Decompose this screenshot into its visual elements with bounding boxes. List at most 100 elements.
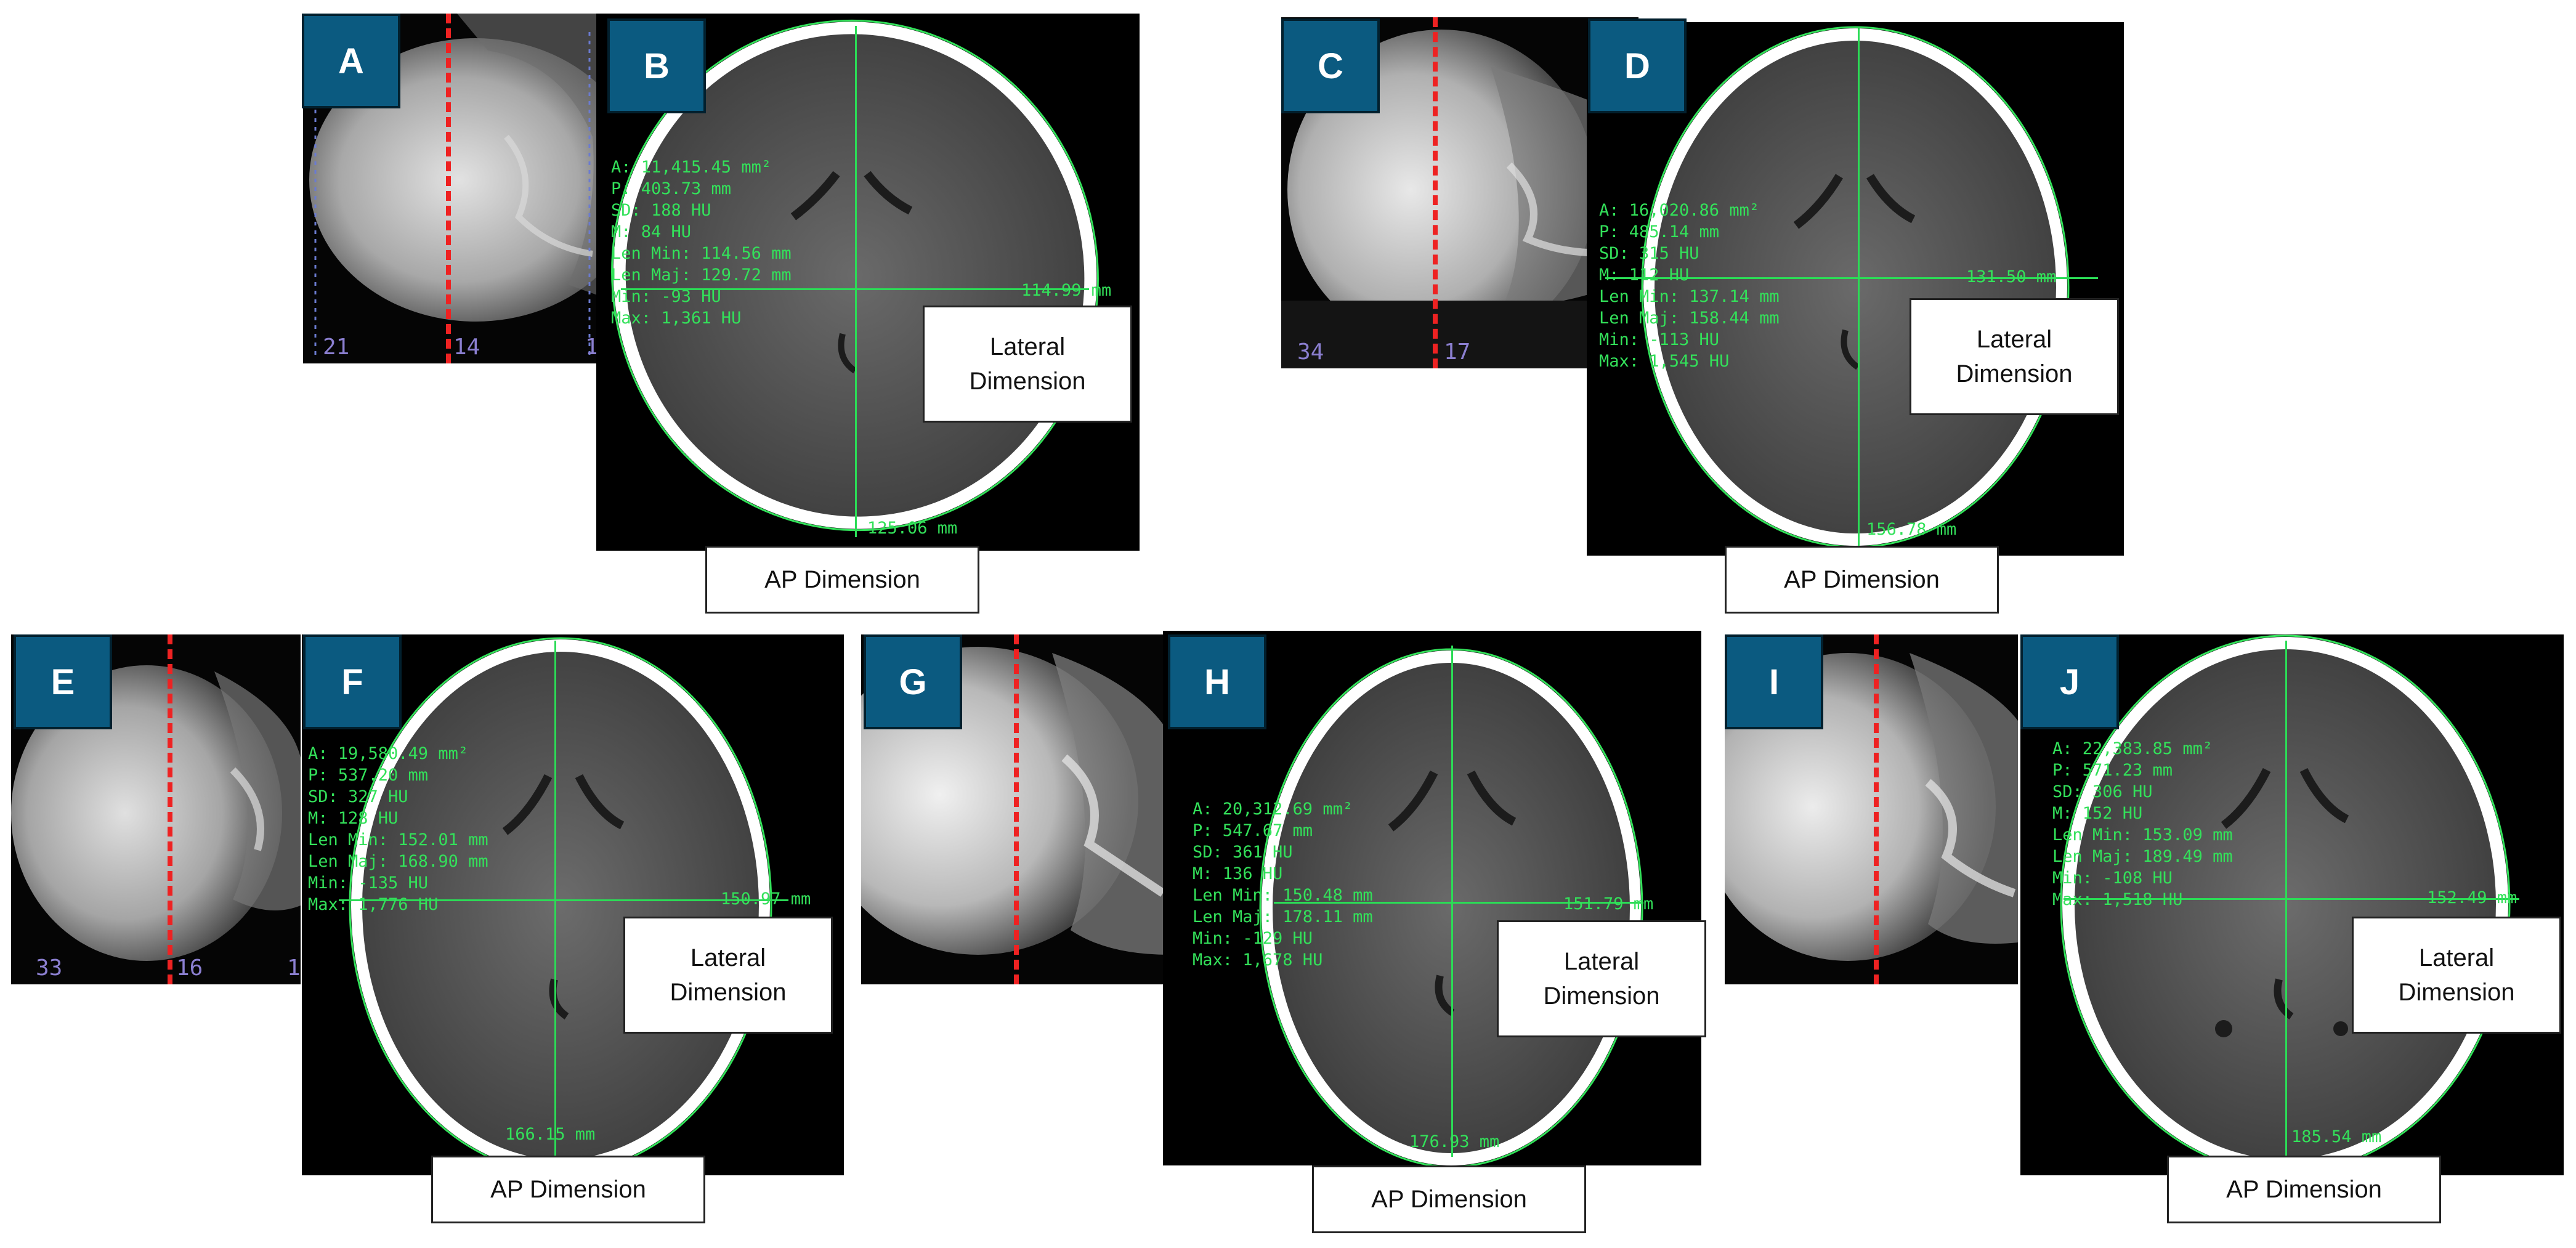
measurement-max: Max: 1,678 HU — [1193, 950, 1323, 970]
measurement-len-min: Len Min: 152.01 mm — [308, 830, 488, 849]
measurement-max: Max: 1,776 HU — [308, 895, 439, 914]
measurement-max: Max: 1,518 HU — [2052, 890, 2183, 909]
ap-measure-line — [1858, 28, 1860, 546]
ap-dimension-label: AP Dimension — [431, 1156, 705, 1223]
ap-measure-line — [1451, 646, 1453, 1157]
measurement-min: Min: -93 HU — [611, 287, 721, 306]
measurement-area: A: 20,312.69 mm² — [1193, 800, 1353, 819]
measurement-len-maj: Len Maj: 129.72 mm — [611, 265, 792, 285]
ap-dimension-value: 166.15 mm — [505, 1125, 596, 1144]
lateral-measure-line — [1605, 277, 2098, 279]
scout-number-center: 16 — [176, 955, 203, 981]
measurement-perimeter: P: 547.67 mm — [1193, 821, 1313, 840]
measurement-len-min: Len Min: 150.48 mm — [1193, 886, 1373, 905]
ap-measure-line — [2285, 641, 2287, 1158]
lateral-dimension-value: 152.49 mm — [2427, 888, 2517, 907]
panel-label-b: B — [607, 18, 706, 113]
measurement-sd: SD: 315 HU — [1599, 244, 1699, 263]
ap-dimension-label: AP Dimension — [1725, 546, 1999, 614]
scout-slice-line — [1433, 17, 1438, 368]
scout-slice-line — [446, 14, 451, 363]
lateral-dimension-value: 131.50 mm — [1966, 267, 2057, 286]
measurement-area: A: 19,580.49 mm² — [308, 744, 469, 763]
panel-label-f: F — [303, 634, 402, 729]
ct-scout-image-icon — [1725, 634, 2018, 984]
scout-number-center: 17 — [1444, 339, 1471, 365]
measurement-readout: A: 16,020.86 mm² P: 485.14 mm SD: 315 HU… — [1599, 200, 1780, 372]
scout-slice-line — [1874, 634, 1879, 984]
ap-dimension-label: AP Dimension — [2167, 1156, 2441, 1223]
ap-dimension-value: 156.78 mm — [1866, 520, 1957, 539]
measurement-len-maj: Len Maj: 168.90 mm — [308, 852, 488, 871]
measurement-min: Min: -113 HU — [1599, 330, 1720, 349]
measurement-readout: A: 19,580.49 mm² P: 537.20 mm SD: 327 HU… — [308, 743, 488, 915]
measurement-mean: M: 136 HU — [1193, 864, 1283, 883]
lateral-measure-line — [2064, 898, 2519, 900]
lateral-dimension-value: 151.79 mm — [1563, 894, 1654, 914]
panel-label-a: A — [302, 14, 400, 108]
ap-measure-line — [554, 641, 556, 1164]
scout-image-i — [1725, 634, 2018, 984]
measurement-area: A: 16,020.86 mm² — [1599, 201, 1760, 220]
measurement-sd: SD: 327 HU — [308, 787, 408, 806]
measurement-mean: M: 128 HU — [308, 809, 399, 828]
scout-number-left: 21 — [323, 334, 350, 360]
measurement-sd: SD: 188 HU — [611, 201, 711, 220]
scout-slice-line — [168, 634, 172, 984]
ap-dimension-label: AP Dimension — [705, 546, 979, 614]
scout-number-right: 1 — [287, 955, 301, 981]
measurement-min: Min: -135 HU — [308, 873, 429, 893]
panel-label-c: C — [1281, 18, 1380, 113]
measurement-readout: A: 20,312.69 mm² P: 547.67 mm SD: 361 HU… — [1193, 798, 1373, 971]
panel-label-i: I — [1725, 634, 1823, 729]
ap-dimension-value: 125.06 mm — [867, 519, 958, 538]
scout-number-left: 34 — [1297, 339, 1324, 365]
lateral-measure-line — [1274, 902, 1643, 904]
measurement-perimeter: P: 537.20 mm — [308, 766, 429, 785]
lateral-dimension-value: 114.99 mm — [1021, 281, 1112, 300]
ap-measure-line — [855, 26, 857, 537]
measurement-sd: SD: 306 HU — [2052, 782, 2153, 801]
measurement-sd: SD: 361 HU — [1193, 843, 1293, 862]
measurement-mean: M: 112 HU — [1599, 265, 1690, 285]
measurement-len-min: Len Min: 114.56 mm — [611, 244, 792, 263]
measurement-readout: A: 11,415.45 mm² P: 403.73 mm SD: 188 HU… — [611, 156, 792, 329]
panel-label-g: G — [864, 634, 962, 729]
measurement-area: A: 11,415.45 mm² — [611, 158, 772, 177]
panel-label-h: H — [1168, 634, 1266, 729]
scout-number-center: 14 — [453, 334, 480, 360]
measurement-perimeter: P: 485.14 mm — [1599, 222, 1720, 241]
lateral-dimension-value: 150.97 mm — [721, 889, 811, 909]
ct-axial-slice-image-icon — [1587, 22, 2124, 556]
scout-number-left: 33 — [36, 955, 63, 981]
scout-number-right: 1 — [585, 334, 599, 360]
measurement-readout: A: 22,383.85 mm² P: 571.23 mm SD: 306 HU… — [2052, 738, 2233, 910]
panel-label-d: D — [1588, 18, 1687, 113]
measurement-area: A: 22,383.85 mm² — [2052, 739, 2213, 758]
measurement-len-min: Len Min: 153.09 mm — [2052, 825, 2233, 845]
measurement-perimeter: P: 571.23 mm — [2052, 761, 2173, 780]
measurement-mean: M: 84 HU — [611, 222, 692, 241]
measurement-max: Max: 1,361 HU — [611, 309, 742, 328]
scout-slice-line — [1014, 634, 1019, 984]
lateral-measure-line — [339, 899, 788, 901]
measurement-len-maj: Len Maj: 158.44 mm — [1599, 309, 1780, 328]
ap-dimension-value: 185.54 mm — [2291, 1127, 2382, 1146]
measurement-min: Min: -108 HU — [2052, 869, 2173, 888]
panel-label-j: J — [2020, 634, 2119, 729]
scout-image-g — [861, 634, 1169, 984]
measurement-mean: M: 152 HU — [2052, 804, 2143, 823]
measurement-perimeter: P: 403.73 mm — [611, 179, 732, 198]
ap-dimension-value: 176.93 mm — [1409, 1132, 1500, 1151]
panel-label-e: E — [14, 634, 112, 729]
measurement-max: Max: 1,545 HU — [1599, 352, 1730, 371]
measurement-min: Min: -129 HU — [1193, 929, 1313, 948]
ap-dimension-label: AP Dimension — [1312, 1165, 1586, 1233]
measurement-len-min: Len Min: 137.14 mm — [1599, 287, 1780, 306]
measurement-len-maj: Len Maj: 189.49 mm — [2052, 847, 2233, 866]
